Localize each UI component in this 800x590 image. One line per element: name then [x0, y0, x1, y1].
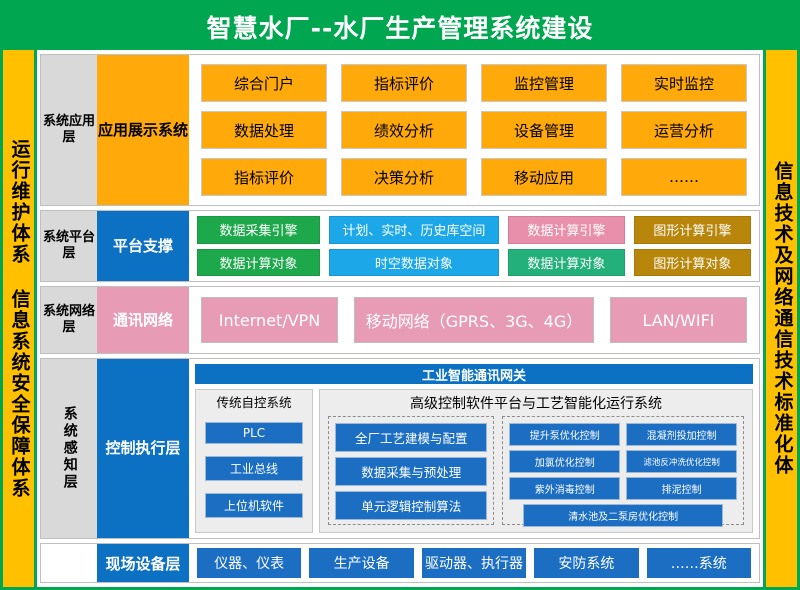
field-cell[interactable]: 生产设备 — [309, 548, 414, 578]
layer-network-title: 通讯网络 — [97, 287, 189, 353]
app-cell[interactable]: 运营分析 — [621, 111, 747, 149]
layer-platform-title: 平台支撑 — [97, 211, 189, 281]
advanced-item[interactable]: 单元逻辑控制算法 — [335, 491, 488, 520]
layer-platform-label: 系统平台层 — [41, 211, 97, 281]
field-cell[interactable]: 仪器、仪表 — [197, 548, 302, 578]
network-cell-lan-wifi[interactable]: LAN/WIFI — [609, 297, 747, 343]
platform-cell[interactable]: 图形计算引擎 — [633, 216, 751, 244]
advanced-process-grid: 提升泵优化控制 混凝剂投加控制 加氯优化控制 滤池反冲洗优化控制 紫外消毒控制 … — [509, 423, 737, 527]
advanced-item[interactable]: 数据采集与预处理 — [335, 457, 488, 486]
platform-cell[interactable]: 数据计算引擎 — [507, 216, 625, 244]
advanced-item[interactable]: 全厂工艺建模与配置 — [335, 423, 488, 452]
platform-cell[interactable]: 数据计算对象 — [507, 248, 625, 276]
panel-advanced-control: 高级控制软件平台与工艺智能化运行系统 全厂工艺建模与配置 数据采集与预处理 单元… — [319, 389, 753, 533]
legacy-item-hmi-software[interactable]: 上位机软件 — [205, 493, 303, 518]
panel-advanced-title: 高级控制软件平台与工艺智能化运行系统 — [410, 396, 662, 412]
panel-legacy-automation: 传统自控系统 PLC 工业总线 上位机软件 — [195, 389, 313, 533]
layer-network: 系统网络层 通讯网络 Internet/VPN 移动网络（GPRS、3G、4G）… — [40, 286, 760, 354]
process-control-item[interactable]: 加氯优化控制 — [509, 450, 621, 473]
app-cell[interactable]: 设备管理 — [481, 111, 607, 149]
advanced-platform-group: 全厂工艺建模与配置 数据采集与预处理 单元逻辑控制算法 — [328, 416, 495, 525]
process-control-item[interactable]: 提升泵优化控制 — [509, 423, 621, 446]
app-cell[interactable]: 综合门户 — [201, 64, 327, 102]
diagram-body: 运行维护体系 信息系统安全保障体系 系统应用层 应用展示系统 综合门户 指标评价… — [3, 50, 797, 587]
app-cell[interactable]: 移动应用 — [481, 158, 607, 196]
platform-cell[interactable]: 图形计算对象 — [633, 248, 751, 276]
field-grid: 仪器、仪表 生产设备 驱动器、执行器 安防系统 ……系统 — [189, 544, 759, 582]
layer-application-body: 综合门户 指标评价 监控管理 实时监控 数据处理 绩效分析 设备管理 运营分析 … — [189, 55, 759, 205]
platform-cell[interactable]: 数据计算对象 — [197, 248, 320, 276]
sidebar-left-ops-security: 运行维护体系 信息系统安全保障体系 — [3, 50, 37, 587]
platform-cell[interactable]: 计划、实时、历史库空间 — [328, 216, 499, 244]
panel-legacy-title: 传统自控系统 — [216, 395, 292, 410]
process-control-item[interactable]: 滤池反冲洗优化控制 — [626, 450, 737, 473]
field-cell[interactable]: ……系统 — [646, 548, 751, 578]
legacy-item-fieldbus[interactable]: 工业总线 — [205, 456, 303, 481]
app-cell[interactable]: …… — [621, 158, 747, 196]
layers-container: 系统应用层 应用展示系统 综合门户 指标评价 监控管理 实时监控 数据处理 绩效… — [37, 50, 763, 587]
layer-network-body: Internet/VPN 移动网络（GPRS、3G、4G） LAN/WIFI — [189, 287, 759, 353]
process-control-item-wide[interactable]: 清水池及二泵房优化控制 — [523, 504, 723, 527]
layer-perception-label: 系统感知层 — [41, 359, 97, 538]
process-control-item[interactable]: 排泥控制 — [626, 477, 737, 500]
layer-application-title: 应用展示系统 — [97, 55, 189, 205]
control-panels: 传统自控系统 PLC 工业总线 上位机软件 高级控制软件平台与工艺智能化运行系统 — [195, 389, 753, 533]
layer-network-label: 系统网络层 — [41, 287, 97, 353]
application-grid: 综合门户 指标评价 监控管理 实时监控 数据处理 绩效分析 设备管理 运营分析 … — [189, 55, 759, 205]
advanced-columns: 全厂工艺建模与配置 数据采集与预处理 单元逻辑控制算法 提升泵优化控制 混凝剂投… — [320, 416, 752, 532]
network-cell-internet-vpn[interactable]: Internet/VPN — [201, 297, 339, 343]
process-control-item[interactable]: 混凝剂投加控制 — [626, 423, 737, 446]
industrial-gateway-bar[interactable]: 工业智能通讯网关 — [195, 364, 753, 384]
app-cell[interactable]: 指标评价 — [341, 64, 467, 102]
app-cell[interactable]: 监控管理 — [481, 64, 607, 102]
process-control-item[interactable]: 紫外消毒控制 — [509, 477, 621, 500]
platform-cell[interactable]: 数据采集引擎 — [197, 216, 320, 244]
layer-control-title: 控制执行层 — [97, 359, 189, 538]
advanced-process-group: 提升泵优化控制 混凝剂投加控制 加氯优化控制 滤池反冲洗优化控制 紫外消毒控制 … — [502, 416, 744, 527]
layer-field-title: 现场设备层 — [97, 544, 189, 582]
sidebar-right-it-standards: 信息技术及网络通信技术标准化体 — [763, 50, 797, 587]
platform-grid: 数据采集引擎 计划、实时、历史库空间 数据计算引擎 图形计算引擎 数据计算对象 … — [189, 211, 759, 281]
app-cell[interactable]: 指标评价 — [201, 158, 327, 196]
app-cell[interactable]: 实时监控 — [621, 64, 747, 102]
legacy-item-plc[interactable]: PLC — [205, 422, 303, 444]
layer-field-devices: 现场设备层 仪器、仪表 生产设备 驱动器、执行器 安防系统 ……系统 — [40, 543, 760, 583]
legacy-items: PLC 工业总线 上位机软件 — [196, 414, 312, 532]
field-cell[interactable]: 驱动器、执行器 — [421, 548, 527, 578]
platform-cell[interactable]: 时空数据对象 — [328, 248, 499, 276]
app-cell[interactable]: 绩效分析 — [341, 111, 467, 149]
network-grid: Internet/VPN 移动网络（GPRS、3G、4G） LAN/WIFI — [189, 287, 759, 353]
layer-platform: 系统平台层 平台支撑 数据采集引擎 计划、实时、历史库空间 数据计算引擎 图形计… — [40, 210, 760, 282]
page-title: 智慧水厂--水厂生产管理系统建设 — [3, 3, 797, 50]
layer-control: 系统感知层 控制执行层 工业智能通讯网关 传统自控系统 PLC 工业总线 上位机… — [40, 358, 760, 539]
layer-application-label: 系统应用层 — [41, 55, 97, 205]
layer-control-body: 工业智能通讯网关 传统自控系统 PLC 工业总线 上位机软件 — [189, 359, 759, 538]
app-cell[interactable]: 数据处理 — [201, 111, 327, 149]
network-cell-mobile[interactable]: 移动网络（GPRS、3G、4G） — [354, 297, 594, 343]
layer-application: 系统应用层 应用展示系统 综合门户 指标评价 监控管理 实时监控 数据处理 绩效… — [40, 54, 760, 206]
app-cell[interactable]: 决策分析 — [341, 158, 467, 196]
layer-platform-body: 数据采集引擎 计划、实时、历史库空间 数据计算引擎 图形计算引擎 数据计算对象 … — [189, 211, 759, 281]
field-cell[interactable]: 安防系统 — [534, 548, 639, 578]
